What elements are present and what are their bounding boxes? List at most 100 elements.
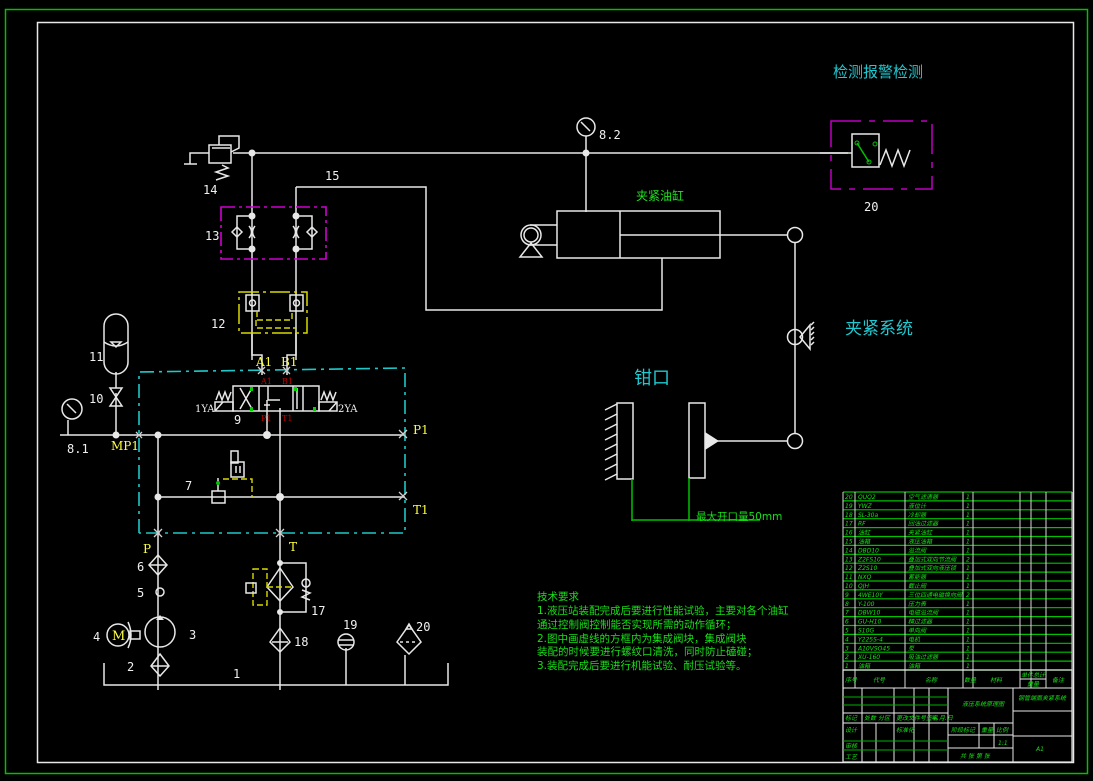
- part-row-no: 11: [845, 574, 853, 581]
- outer-frame: [4, 8, 1089, 775]
- part-row-qty: 1: [966, 654, 970, 661]
- part-row-code: Y-100: [858, 601, 875, 608]
- tb-size: A1: [1035, 746, 1044, 753]
- header-weight: 重量: [1027, 681, 1040, 688]
- part-row-name: 精过滤器: [908, 618, 933, 626]
- relief-valve-14: [184, 135, 240, 181]
- header-remark: 备注: [1052, 676, 1065, 684]
- part-row-name: 夹紧油缸: [908, 529, 933, 537]
- part-row-no: 1: [845, 663, 849, 670]
- tb-weight: 重量: [981, 727, 994, 734]
- part-row-name: 冷却器: [908, 511, 927, 519]
- header-material: 材料: [990, 676, 1003, 684]
- part-row-no: 6: [845, 619, 849, 626]
- port-P: P: [143, 542, 151, 556]
- part-row-name: 液压油箱: [908, 538, 933, 546]
- label-18: 18: [294, 635, 308, 649]
- part-row-code: Y225S-4: [858, 636, 883, 643]
- part-row-qty: 1: [966, 512, 970, 519]
- part-row-no: 9: [845, 592, 849, 599]
- part-row-qty: 1: [966, 610, 970, 617]
- tb-design: 设计: [845, 726, 858, 734]
- part-row-name: 液位计: [908, 502, 927, 510]
- part-row-code: DBW10: [858, 610, 880, 617]
- clamp-system-title: 夹紧系统: [845, 319, 913, 339]
- part-row-no: 20: [845, 494, 853, 501]
- part-row-qty: 1: [966, 574, 970, 581]
- port-MP1: MP1: [111, 439, 139, 453]
- part-row-qty: 1: [966, 521, 970, 528]
- header-name: 名称: [925, 676, 938, 684]
- part-row-code: GU-H10: [858, 619, 882, 626]
- label-20-airfilter: 20: [416, 620, 430, 634]
- part-row-code: SL-30a: [858, 512, 878, 519]
- label-7: 7: [185, 479, 192, 493]
- accumulator-11: [103, 313, 129, 388]
- valve-port-B1: B1: [282, 377, 293, 386]
- check-valves-12: [245, 294, 304, 329]
- part-row-qty: 1: [966, 663, 970, 670]
- label-8-2: 8.2: [599, 128, 621, 142]
- hydraulic-lock-12: [238, 291, 308, 334]
- pump-3: [144, 615, 176, 648]
- part-row-code: QUQ2: [858, 494, 876, 501]
- pressure-switch-block-20: [830, 120, 933, 190]
- label-9: 9: [234, 413, 241, 427]
- label-1: 1: [233, 667, 240, 681]
- part-row-name: 电机: [908, 635, 921, 643]
- label-10: 10: [89, 392, 103, 406]
- suction-filter-2: [150, 652, 170, 678]
- part-row-code: QJH: [858, 583, 869, 590]
- part-row-name: 泵: [908, 645, 915, 652]
- motor-4: [106, 621, 141, 649]
- part-row-qty: 1: [966, 565, 970, 572]
- pressure-switch-20: [820, 133, 911, 169]
- part-row-no: 7: [845, 610, 849, 617]
- tb-scale-value: 1:1: [998, 740, 1008, 747]
- tb-sheets: 共 张 第 张: [960, 752, 991, 760]
- solenoid-relief-valve-7: [211, 450, 253, 504]
- tb-zone: 分区: [878, 715, 891, 722]
- label-11: 11: [89, 350, 103, 364]
- part-row-name: 油箱: [908, 662, 921, 670]
- header-code: 代号: [873, 677, 886, 684]
- part-row-qty: 1: [966, 601, 970, 608]
- part-row-qty: 2: [966, 592, 970, 599]
- title-block: 标记 处数 分区 更改文件号签名 年.月.日 设计 标准化 审核 工艺 液压系统…: [842, 669, 1073, 763]
- part-row-qty: 1: [966, 628, 970, 635]
- label-3: 3: [189, 628, 196, 642]
- jaw: [604, 402, 760, 521]
- part-row-name: 叠加式双向节流阀: [908, 555, 957, 563]
- part-row-name: 叠加式双向液压锁: [908, 564, 957, 572]
- header-total: 总计: [1033, 671, 1046, 679]
- tech-title: 技术要求: [537, 590, 579, 603]
- tb-review: 审核: [845, 742, 858, 750]
- directional-valve-9: [214, 385, 338, 412]
- solenoid-2YA: 2YA: [338, 404, 358, 415]
- part-row-name: 电磁溢流阀: [908, 609, 939, 617]
- part-row-qty: 1: [966, 503, 970, 510]
- port-A1: A1: [255, 355, 272, 369]
- tb-stage: 阶段标记: [951, 726, 976, 734]
- tech-line: 装配的时候要进行螺纹口清洗，同时防止磕碰；: [537, 645, 758, 658]
- port-T1: T1: [413, 503, 429, 517]
- part-row-qty: 1: [966, 636, 970, 643]
- part-row-code: DBD10: [858, 547, 879, 554]
- part-row-qty: 2: [966, 556, 970, 563]
- label-2: 2: [127, 660, 134, 674]
- jaw-title: 钳口: [634, 368, 670, 389]
- part-row-no: 16: [845, 530, 853, 537]
- label-20-switch: 20: [864, 200, 878, 214]
- part-row-code: RF: [858, 521, 866, 528]
- tb-scale: 比例: [996, 726, 1009, 734]
- tb-count: 处数: [864, 714, 877, 722]
- part-row-no: 15: [845, 539, 853, 546]
- check-valve-5: [155, 587, 165, 597]
- return-filter-17: [245, 560, 312, 615]
- part-row-name: 截止阀: [908, 582, 927, 590]
- part-row-code: 油箱: [858, 538, 871, 546]
- part-row-qty: 1: [966, 645, 970, 652]
- throttle-valve-block-13: [220, 206, 327, 260]
- tb-date: 年.月.日: [931, 714, 954, 722]
- detection-title: 检测报警检测: [833, 63, 923, 81]
